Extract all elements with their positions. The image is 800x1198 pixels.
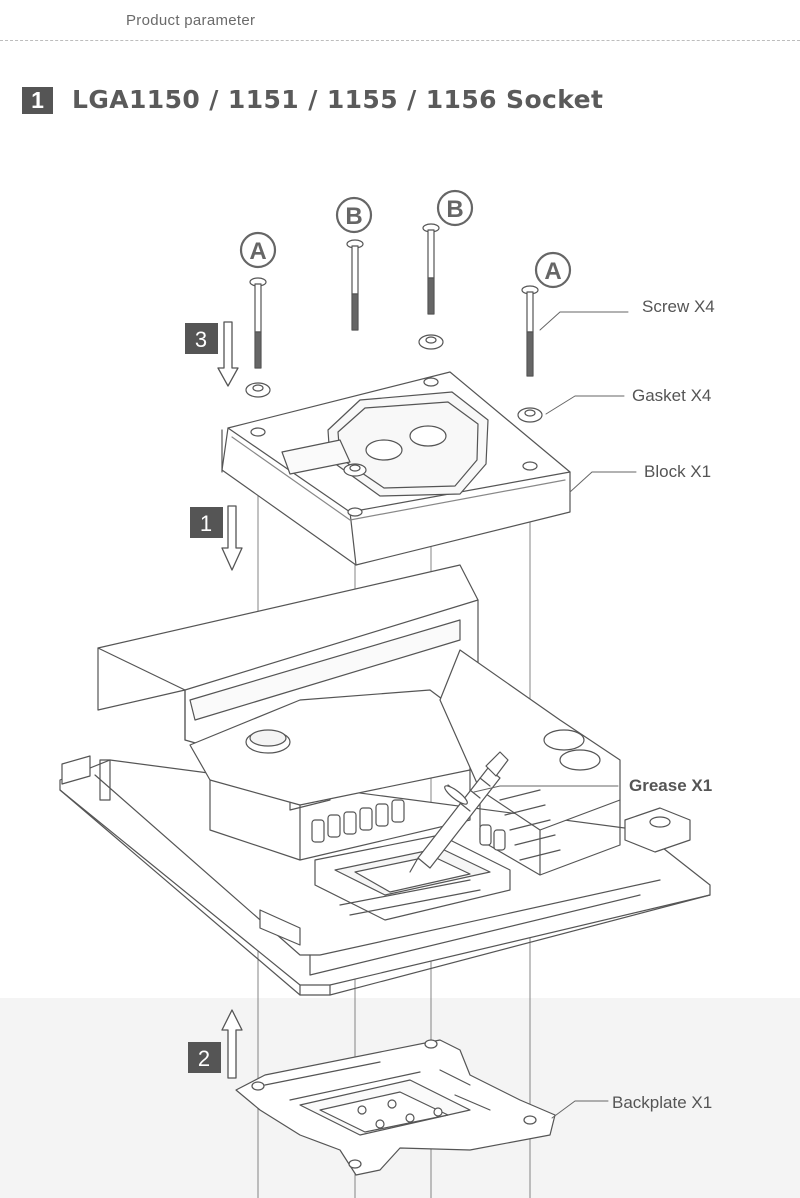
label-block: Block X1: [644, 462, 711, 481]
grease-syringe: [409, 751, 509, 873]
step-2-arrow: [221, 1009, 243, 1079]
marker-b-2-label: B: [446, 196, 463, 223]
step-1-label: 1: [200, 511, 212, 536]
marker-a-right-label: A: [544, 258, 561, 285]
header-divider: [0, 40, 800, 41]
marker-a-left: [239, 231, 277, 269]
water-block: [221, 371, 571, 566]
motherboard: [59, 564, 711, 996]
label-gasket: Gasket X4: [632, 386, 711, 405]
step-1-arrow: [221, 505, 243, 571]
step-3-marker: [185, 323, 218, 354]
step-2-marker: [188, 1042, 221, 1073]
screws: [249, 223, 539, 377]
screw-markers: [239, 189, 572, 289]
marker-b-1: [335, 196, 373, 234]
section-title: LGA1150 / 1151 / 1155 / 1156 Socket: [72, 85, 604, 114]
label-grease: Grease X1: [629, 776, 712, 795]
section-number-badge: 1: [22, 87, 53, 114]
header-title: Product parameter: [126, 12, 256, 29]
label-screw: Screw X4: [642, 297, 715, 316]
marker-a-right: [534, 251, 572, 289]
gaskets: [245, 334, 543, 423]
step-2-label: 2: [198, 1046, 210, 1071]
page-header: Product parameter: [0, 0, 800, 44]
step-3-arrow: [217, 321, 239, 387]
backplate: [235, 1039, 556, 1176]
label-backplate: Backplate X1: [612, 1093, 712, 1112]
marker-a-left-label: A: [249, 238, 266, 265]
marker-b-2: [436, 189, 474, 227]
leader-lines: [473, 311, 637, 1119]
step-3-label: 3: [195, 327, 207, 352]
step-1-marker: [190, 507, 223, 538]
marker-b-1-label: B: [345, 203, 362, 230]
